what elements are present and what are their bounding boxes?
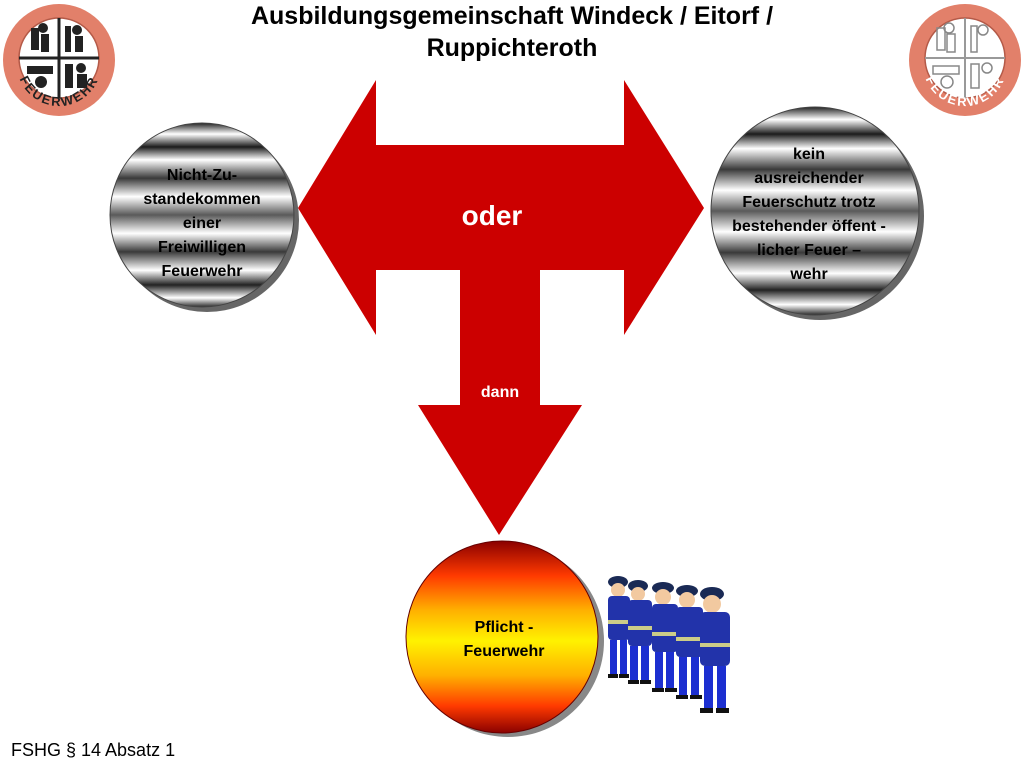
right-circle [710, 106, 920, 316]
bottom-circle-text: Pflicht - Feuerwehr [424, 616, 584, 664]
left-circle-line: Freiwilligen [157, 239, 246, 256]
left-circle-line: einer [182, 215, 222, 232]
right-circle-line: kein [792, 146, 825, 163]
left-circle-text: Nicht-Zu- standekommen einer Freiwillige… [115, 164, 289, 284]
firefighters-group-icon [608, 576, 730, 713]
arrow-label-dann: dann [480, 384, 520, 401]
left-circle-line: standekommen [143, 191, 261, 208]
feuerwehr-emblem-icon: FEUERWEHR [909, 4, 1021, 116]
arrow-label-oder: oder [461, 200, 523, 231]
bottom-circle-line: Feuerwehr [463, 643, 545, 660]
footer-reference: FSHG § 14 Absatz 1 [11, 740, 176, 760]
bottom-circle [405, 540, 599, 734]
left-circle-line: Feuerwehr [161, 263, 243, 280]
title-line-1: Ausbildungsgemeinschaft Windeck / Eitorf… [250, 2, 774, 30]
left-circle-line: Nicht-Zu- [166, 167, 238, 184]
firefighter-figure [608, 576, 630, 678]
feuerwehr-emblem-icon: FEUERWEHR [3, 4, 115, 116]
right-circle-line: licher Feuer – [756, 242, 862, 259]
title-line-2: Ruppichteroth [426, 34, 598, 62]
page-title: Ausbildungsgemeinschaft Windeck / Eitorf… [140, 0, 884, 64]
firefighter-figure [676, 585, 703, 699]
firefighter-figure [700, 587, 730, 713]
left-circle [109, 122, 295, 308]
double-arrow-shape [298, 80, 704, 535]
right-circle-line: wehr [790, 266, 828, 283]
firefighter-figure [652, 582, 678, 692]
right-circle-text: kein ausreichender Feuerschutz trotz bes… [704, 143, 914, 287]
bottom-circle-line: Pflicht - [474, 619, 534, 636]
right-circle-line: bestehender öffent - [732, 218, 886, 235]
right-circle-line: ausreichender [754, 170, 864, 187]
right-circle-line: Feuerschutz trotz [742, 194, 876, 211]
firefighter-figure [628, 580, 652, 684]
